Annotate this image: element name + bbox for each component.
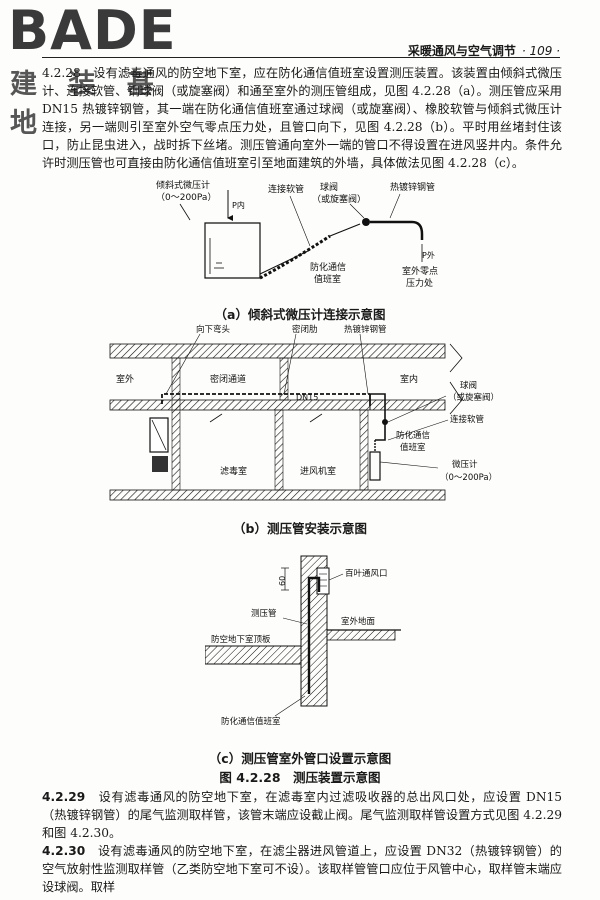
paragraph-4-2-30: 4.2.30 设有滤毒通风的防空地下室，在滤尘器进风管道上，应设置 DN32（热… bbox=[42, 842, 562, 896]
fig-c-pipe-label: 测压管 bbox=[251, 608, 277, 619]
fig-a-zero-label-1: 室外零点 bbox=[402, 265, 438, 277]
fig-b-rib-label: 密闭肋 bbox=[292, 324, 318, 335]
paragraph-4-2-29: 4.2.29 设有滤毒通风的防空地下室，在滤毒室内过滤吸收器的总出风口处，应设置… bbox=[42, 788, 562, 842]
fig-c-ground-label: 室外地面 bbox=[341, 616, 376, 627]
fig-b-gauge-box bbox=[369, 451, 381, 481]
figure-c-caption: （c）测压管室外管口设置示意图 bbox=[208, 751, 392, 766]
fig-a-valve-label: 球阀 bbox=[320, 181, 338, 193]
roof-slab bbox=[109, 343, 446, 359]
fig-a-p-outer: P外 bbox=[422, 250, 435, 260]
filter-canister bbox=[152, 456, 168, 472]
figure-title: 图 4.2.28 测压装置示意图 bbox=[219, 770, 381, 785]
fig-a-zero-label-2: 压力处 bbox=[406, 277, 433, 289]
figure-a-caption: （a）倾斜式微压计连接示意图 bbox=[214, 307, 386, 322]
header-rule bbox=[42, 57, 560, 58]
running-header: 采暖通风与空气调节 · 109 · bbox=[408, 42, 560, 59]
fig-b-passage-label: 密闭通道 bbox=[210, 373, 246, 385]
fig-b-bend-label: 向下弯头 bbox=[196, 324, 231, 335]
fig-b-range-label: （0～200Pa） bbox=[440, 472, 497, 483]
fig-b-filter-room-label: 滤毒室 bbox=[220, 465, 247, 477]
fig-a-range-label: （0～200Pa） bbox=[156, 192, 216, 203]
pressure-pipe bbox=[161, 393, 370, 404]
fig-c-roof-label: 防空地下室顶板 bbox=[211, 634, 271, 645]
manometer-tank bbox=[204, 222, 261, 279]
ball-valve-icon bbox=[362, 218, 370, 226]
fig-a-room-label-1: 防化通信 bbox=[310, 261, 346, 273]
bade-logo: BADE 建 装 基 地 bbox=[8, 0, 188, 140]
basement-roof-slab bbox=[205, 645, 302, 665]
fig-b-fan-room-label: 进风机室 bbox=[300, 465, 336, 477]
logo-text: BADE bbox=[8, 0, 177, 62]
paragraph-4-2-30-text: 设有滤毒通风的防空地下室，在滤尘器进风管道上，应设置 DN32（热镀锌钢管）的空… bbox=[42, 844, 562, 894]
connecting-hose bbox=[259, 234, 331, 280]
fig-a-valve-alt-label: （或旋塞阀） bbox=[312, 193, 366, 205]
fig-a-room-label-2: 值班室 bbox=[314, 273, 341, 285]
middle-wall bbox=[109, 399, 446, 411]
paragraph-4-2-29-text: 设有滤毒通风的防空地下室，在滤毒室内过滤吸收器的总出风口处，应设置 DN15（热… bbox=[42, 790, 562, 840]
fig-b-indoor-label: 室内 bbox=[400, 373, 418, 385]
figure-a-diagram: 倾斜式微压计 （0～200Pa） P内 连接软管 球阀 （或旋塞阀） 热镀锌钢管… bbox=[156, 179, 438, 289]
fig-a-p-inner: P内 bbox=[232, 200, 245, 210]
fig-a-hose-label: 连接软管 bbox=[268, 183, 304, 195]
fig-c-room-label: 防化通信值班室 bbox=[221, 716, 281, 727]
figure-c-diagram: 60 百叶通风口 测压管 室外地面 防空地下室顶板 防化通信值班室 bbox=[205, 555, 401, 727]
figure-b-caption: （b）测压管安装示意图 bbox=[233, 521, 367, 536]
fig-c-pressure-pipe bbox=[307, 576, 321, 694]
fig-b-valve-icon bbox=[382, 419, 388, 425]
fig-b-dn-label: DN15 bbox=[296, 393, 318, 402]
fig-b-outside-label: 室外 bbox=[116, 373, 134, 385]
fig-c-louver-label: 百叶通风口 bbox=[345, 568, 388, 579]
header-title: 采暖通风与空气调节 bbox=[407, 44, 516, 58]
section-number-4-2-30: 4.2.30 bbox=[42, 844, 86, 858]
fig-b-gauge-label: 微压计 bbox=[452, 459, 478, 470]
figure-b-diagram: 室外 密闭通道 室内 DN15 滤毒室 进风机室 向下弯头 密闭肋 热镀锌钢管 … bbox=[109, 324, 499, 501]
intro-paragraph: 4.2.28 设有滤毒通风的防空地下室，应在防化通信值班室设置测压装置。该装置由… bbox=[42, 66, 562, 170]
section-number-4-2-29: 4.2.29 bbox=[42, 790, 86, 804]
fig-a-manometer-label: 倾斜式微压计 bbox=[156, 179, 210, 191]
fig-a-pipe-label: 热镀锌钢管 bbox=[390, 181, 435, 193]
fig-b-room-label-2: 值班室 bbox=[400, 442, 426, 453]
fig-b-room-label-1: 防化通信 bbox=[396, 430, 431, 441]
page-number: · 109 · bbox=[521, 44, 560, 58]
fig-c-dim-label: 60 bbox=[278, 576, 287, 586]
logo-subtitle: 建 装 基 地 bbox=[10, 69, 165, 139]
fig-b-valve-alt-label: （或旋塞阀） bbox=[448, 392, 499, 403]
fig-b-pipe-label: 热镀锌钢管 bbox=[344, 324, 387, 335]
fig-b-hose-label: 连接软管 bbox=[450, 414, 484, 425]
floor-wall bbox=[109, 489, 446, 501]
fig-b-valve-label: 球阀 bbox=[460, 380, 477, 391]
